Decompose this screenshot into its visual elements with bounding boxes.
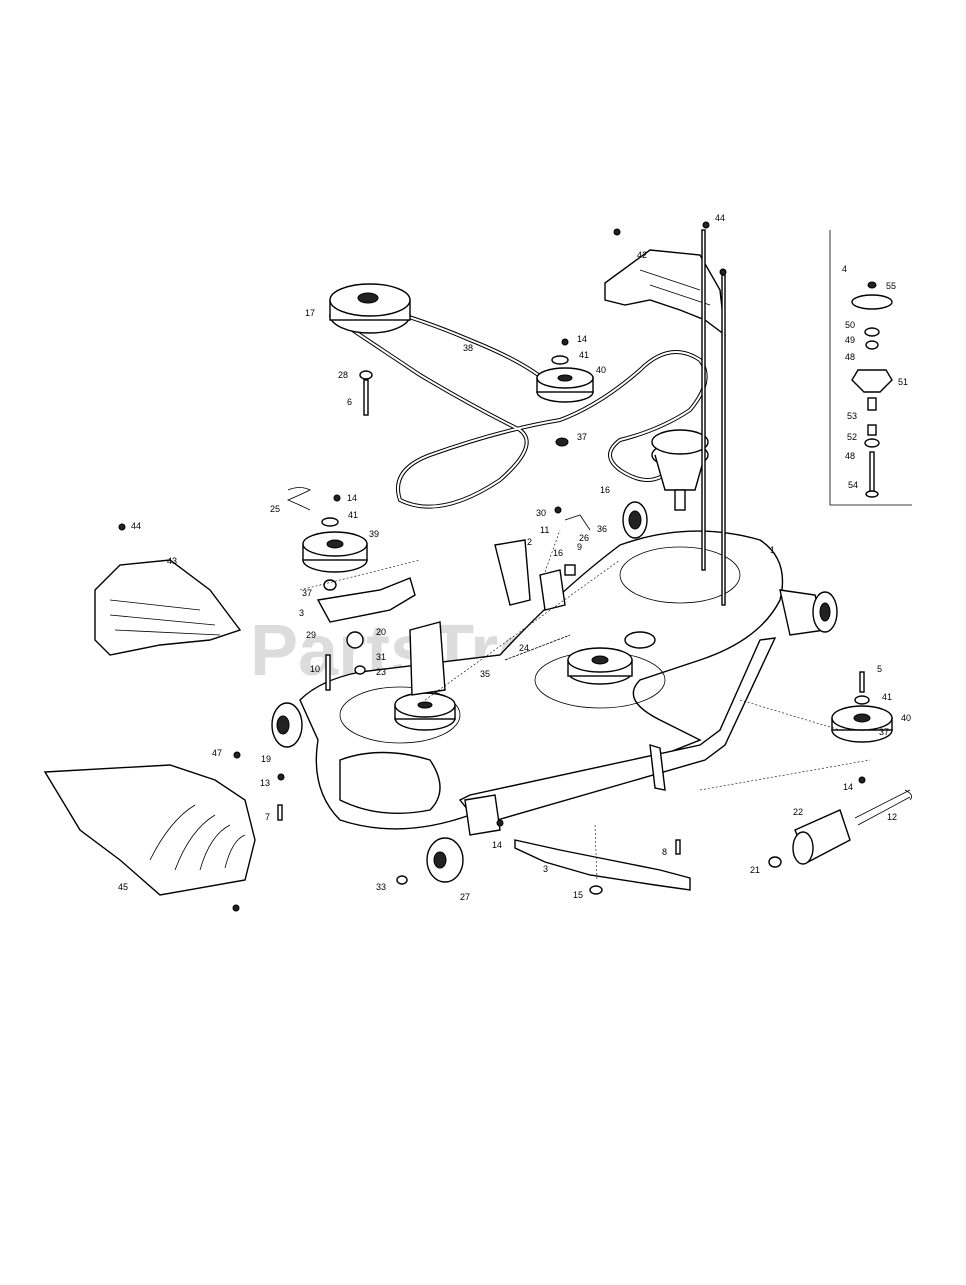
- roller-assembly: [792, 789, 913, 865]
- callout-4: 4: [842, 264, 847, 274]
- callout-36: 36: [597, 524, 607, 534]
- callout-31: 31: [376, 652, 386, 662]
- callout-26: 26: [579, 533, 589, 543]
- callout-24: 24: [519, 643, 529, 653]
- belt-cover-right: [604, 249, 726, 337]
- callout-11: 11: [540, 525, 549, 535]
- callout-29: 29: [306, 630, 316, 640]
- callout-14b: 14: [347, 493, 357, 503]
- callout-28: 28: [338, 370, 348, 380]
- callout-55: 55: [886, 281, 896, 291]
- callout-25: 25: [270, 504, 280, 514]
- callout-3b: 3: [543, 864, 548, 874]
- hardware-bolts: [118, 221, 866, 912]
- callout-16b: 16: [600, 485, 610, 495]
- callout-2: 2: [527, 537, 532, 547]
- callout-labels: 1 2 3 3 4 5 6 7 8 9 10 11 12 13 14 14 14…: [118, 213, 911, 902]
- callout-12: 12: [887, 812, 897, 822]
- callout-17: 17: [305, 308, 315, 318]
- deck-wheel-left: [426, 837, 464, 883]
- callout-48a: 48: [845, 352, 855, 362]
- callout-9: 9: [577, 542, 582, 552]
- front-baffle: [458, 637, 777, 836]
- callout-54: 54: [848, 480, 858, 490]
- idler-pulley-top: [536, 355, 594, 447]
- drive-belt: [328, 298, 708, 509]
- callout-39: 39: [369, 529, 379, 539]
- callout-40a: 40: [596, 365, 606, 375]
- callout-20: 20: [376, 627, 386, 637]
- callout-16: 16: [553, 548, 563, 558]
- callout-37c: 37: [879, 727, 889, 737]
- callout-43: 43: [167, 556, 177, 566]
- discharge-chute: [43, 764, 256, 896]
- callout-23: 23: [376, 667, 386, 677]
- idler-bracket: [316, 577, 416, 623]
- spindle-right: [651, 429, 709, 511]
- anti-scalp-wheel-top: [622, 501, 648, 539]
- lift-brackets: [346, 514, 591, 696]
- callout-44a: 44: [715, 213, 725, 223]
- spindle-center: [567, 631, 656, 685]
- callout-52: 52: [847, 432, 857, 442]
- callout-51: 51: [898, 377, 908, 387]
- electric-clutch: [329, 283, 411, 334]
- belt-cover-left: [94, 559, 242, 656]
- callout-22: 22: [793, 807, 803, 817]
- callout-14c: 14: [492, 840, 502, 850]
- callout-7: 7: [265, 812, 270, 822]
- callout-30: 30: [536, 508, 546, 518]
- callout-45: 45: [118, 882, 128, 892]
- callout-1: 1: [770, 545, 775, 555]
- callout-14a: 14: [577, 334, 587, 344]
- callout-8: 8: [662, 847, 667, 857]
- callout-41b: 41: [348, 510, 358, 520]
- callout-53: 53: [847, 411, 857, 421]
- callout-13: 13: [260, 778, 270, 788]
- callout-37a: 37: [577, 432, 587, 442]
- callout-50: 50: [845, 320, 855, 330]
- callout-40b: 40: [901, 713, 911, 723]
- callout-37b: 37: [302, 588, 312, 598]
- anti-scalp-wheel-right: [779, 589, 838, 636]
- callout-5: 5: [877, 664, 882, 674]
- idler-pulley-left: [286, 487, 368, 591]
- callout-10: 10: [310, 664, 320, 674]
- callout-44b: 44: [131, 521, 141, 531]
- callout-49: 49: [845, 335, 855, 345]
- callout-42: 42: [637, 250, 647, 260]
- callout-21: 21: [750, 865, 760, 875]
- callout-15: 15: [573, 890, 583, 900]
- callout-41a: 41: [579, 350, 589, 360]
- callout-35: 35: [480, 669, 490, 679]
- mower-blade: [514, 839, 691, 891]
- leader-lines: [299, 529, 871, 881]
- idler-pulley-right: [831, 671, 893, 743]
- callout-47: 47: [212, 748, 222, 758]
- anti-scalp-wheel-left: [271, 702, 303, 748]
- spindle-left: [394, 692, 456, 731]
- callout-3: 3: [299, 608, 304, 618]
- callout-19: 19: [261, 754, 271, 764]
- callout-6: 6: [347, 397, 352, 407]
- callout-38: 38: [463, 343, 473, 353]
- spindle-inset: [829, 230, 912, 506]
- callout-41c: 41: [882, 692, 892, 702]
- callout-33: 33: [376, 882, 386, 892]
- callout-48b: 48: [845, 451, 855, 461]
- callout-14d: 14: [843, 782, 853, 792]
- callout-27: 27: [460, 892, 470, 902]
